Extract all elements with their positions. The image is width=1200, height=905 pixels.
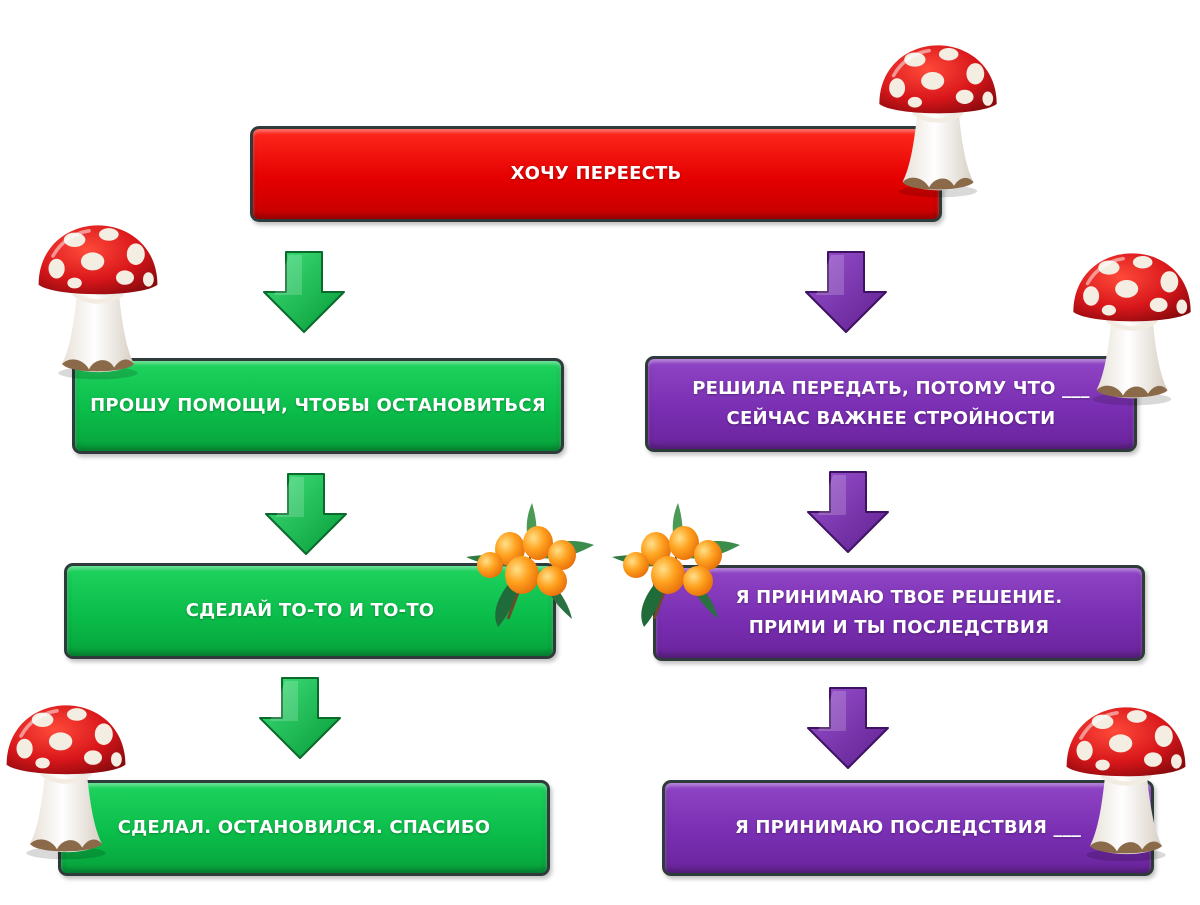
mushroom-icon-left-3 xyxy=(2,700,130,862)
top-box: ХОЧУ ПЕРЕЕСТЬ xyxy=(250,126,942,222)
left-box-3: СДЕЛАЛ. ОСТАНОВИЛСЯ. СПАСИБО xyxy=(58,780,550,876)
left-box-3-line-1: СДЕЛАЛ. ОСТАНОВИЛСЯ. СПАСИБО xyxy=(117,817,491,838)
arrow-down-icon-left-3 xyxy=(258,676,342,760)
mushroom-icon-left-1 xyxy=(34,220,162,382)
left-box-2-line-1: СДЕЛАЙ ТО-ТО И ТО-ТО xyxy=(185,600,435,621)
arrow-down-icon-right-1 xyxy=(804,250,888,334)
right-box-3-line-1: Я ПРИНИМАЮ ПОСЛЕДСТВИЯ ___ xyxy=(734,817,1082,838)
right-box-1-line-1: РЕШИЛА ПЕРЕДАТЬ, ПОТОМУ ЧТО ___ xyxy=(692,378,1090,399)
left-box-1-line-1: ПРОШУ ПОМОЩИ, ЧТОБЫ ОСТАНОВИТЬСЯ xyxy=(90,395,546,416)
right-box-1-line-2: СЕЙЧАС ВАЖНЕЕ СТРОЙНОСТИ xyxy=(726,408,1056,429)
left-box-2: СДЕЛАЙ ТО-ТО И ТО-ТО xyxy=(64,563,556,659)
right-box-2-line-1: Я ПРИНИМАЮ ТВОЕ РЕШЕНИЕ. xyxy=(735,587,1063,608)
berries-icon-right xyxy=(606,500,746,632)
mushroom-icon-right-1 xyxy=(1068,248,1196,408)
right-box-2-line-2: ПРИМИ И ТЫ ПОСЛЕДСТВИЯ xyxy=(748,617,1050,638)
arrow-down-icon-right-3 xyxy=(806,686,890,770)
arrow-down-icon-left-2 xyxy=(264,472,348,556)
mushroom-icon-top xyxy=(874,40,1002,200)
top-box-text: ХОЧУ ПЕРЕЕСТЬ xyxy=(510,163,682,184)
mushroom-icon-right-3 xyxy=(1062,702,1190,864)
right-box-2: Я ПРИНИМАЮ ТВОЕ РЕШЕНИЕ. ПРИМИ И ТЫ ПОСЛ… xyxy=(653,565,1145,661)
left-box-1: ПРОШУ ПОМОЩИ, ЧТОБЫ ОСТАНОВИТЬСЯ xyxy=(72,358,564,454)
arrow-down-icon-right-2 xyxy=(806,470,890,554)
right-box-3: Я ПРИНИМАЮ ПОСЛЕДСТВИЯ ___ xyxy=(662,780,1154,876)
berries-icon-left xyxy=(460,500,600,632)
right-box-1: РЕШИЛА ПЕРЕДАТЬ, ПОТОМУ ЧТО ___ СЕЙЧАС В… xyxy=(645,356,1137,452)
arrow-down-icon-left-1 xyxy=(262,250,346,334)
